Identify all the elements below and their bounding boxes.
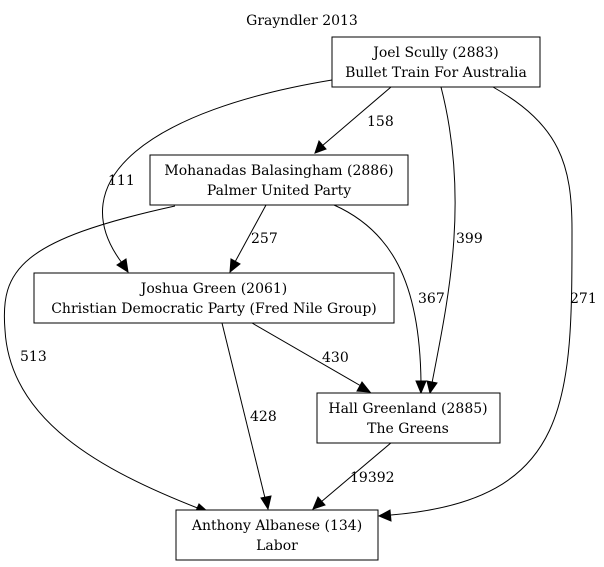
node-name: Anthony Albanese (134)	[191, 518, 362, 534]
node-name: Mohanadas Balasingham (2886)	[164, 163, 393, 179]
node-mohanadas-balasingham: Mohanadas Balasingham (2886) Palmer Unit…	[149, 154, 409, 206]
node-name: Hall Greenland (2885)	[328, 401, 487, 417]
node-name: Joel Scully (2883)	[371, 45, 499, 61]
edge-balasingham-greenland: 367	[333, 204, 445, 395]
node-party: Labor	[256, 538, 298, 554]
node-anthony-albanese: Anthony Albanese (134) Labor	[175, 509, 379, 561]
edge-balasingham-albanese: 513	[3, 205, 210, 514]
edge-label: 399	[456, 231, 483, 247]
edge-green-greenland: 430	[251, 322, 372, 393]
edge-label: 158	[367, 114, 394, 130]
node-joshua-green: Joshua Green (2061) Christian Democratic…	[33, 272, 395, 324]
edge-label: 111	[108, 173, 135, 189]
diagram-title: Grayndler 2013	[246, 13, 358, 29]
edge-green-albanese: 428	[221, 322, 277, 511]
edge-scully-greenland: 399	[426, 86, 483, 395]
node-party: Bullet Train For Australia	[345, 65, 527, 81]
node-name: Joshua Green (2061)	[139, 281, 288, 297]
edge-label: 19392	[350, 470, 395, 486]
edge-label: 271	[570, 291, 597, 307]
node-party: The Greens	[367, 421, 449, 437]
edge-label: 430	[322, 350, 349, 366]
node-party: Christian Democratic Party (Fred Nile Gr…	[51, 301, 377, 317]
edge-label: 513	[20, 349, 47, 365]
edge-label: 428	[250, 409, 277, 425]
edge-greenland-albanese: 19392	[312, 441, 395, 510]
edge-balasingham-green: 257	[229, 204, 278, 274]
edge-label: 367	[418, 291, 445, 307]
edge-label: 257	[251, 231, 278, 247]
node-hall-greenland: Hall Greenland (2885) The Greens	[316, 392, 501, 444]
node-joel-scully: Joel Scully (2883) Bullet Train For Aust…	[331, 36, 541, 88]
edge-scully-albanese: 271	[377, 86, 597, 522]
edge-scully-green: 111	[102, 79, 333, 274]
node-party: Palmer United Party	[207, 183, 351, 199]
edge-scully-balasingham: 158	[314, 86, 394, 154]
